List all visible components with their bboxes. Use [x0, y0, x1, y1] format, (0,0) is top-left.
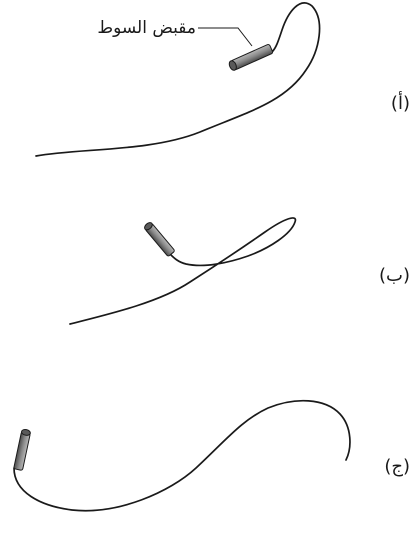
panel-b: (ب)	[70, 218, 410, 324]
whip-handle-c	[14, 429, 31, 471]
whip-rope-c	[14, 401, 350, 511]
whip-rope-b	[70, 218, 295, 324]
panel-label-c: (ج)	[384, 456, 410, 477]
panel-c: (ج)	[14, 401, 410, 511]
whip-handle-a	[228, 44, 273, 72]
panel-a: مقبض السوط (أ)	[36, 3, 410, 156]
callout-leader-line	[198, 28, 252, 46]
whip-handle-b	[143, 221, 175, 257]
callout-handle-label: مقبض السوط	[97, 18, 196, 38]
panel-label-b: (ب)	[379, 265, 410, 286]
panel-label-a: (أ)	[391, 91, 410, 114]
